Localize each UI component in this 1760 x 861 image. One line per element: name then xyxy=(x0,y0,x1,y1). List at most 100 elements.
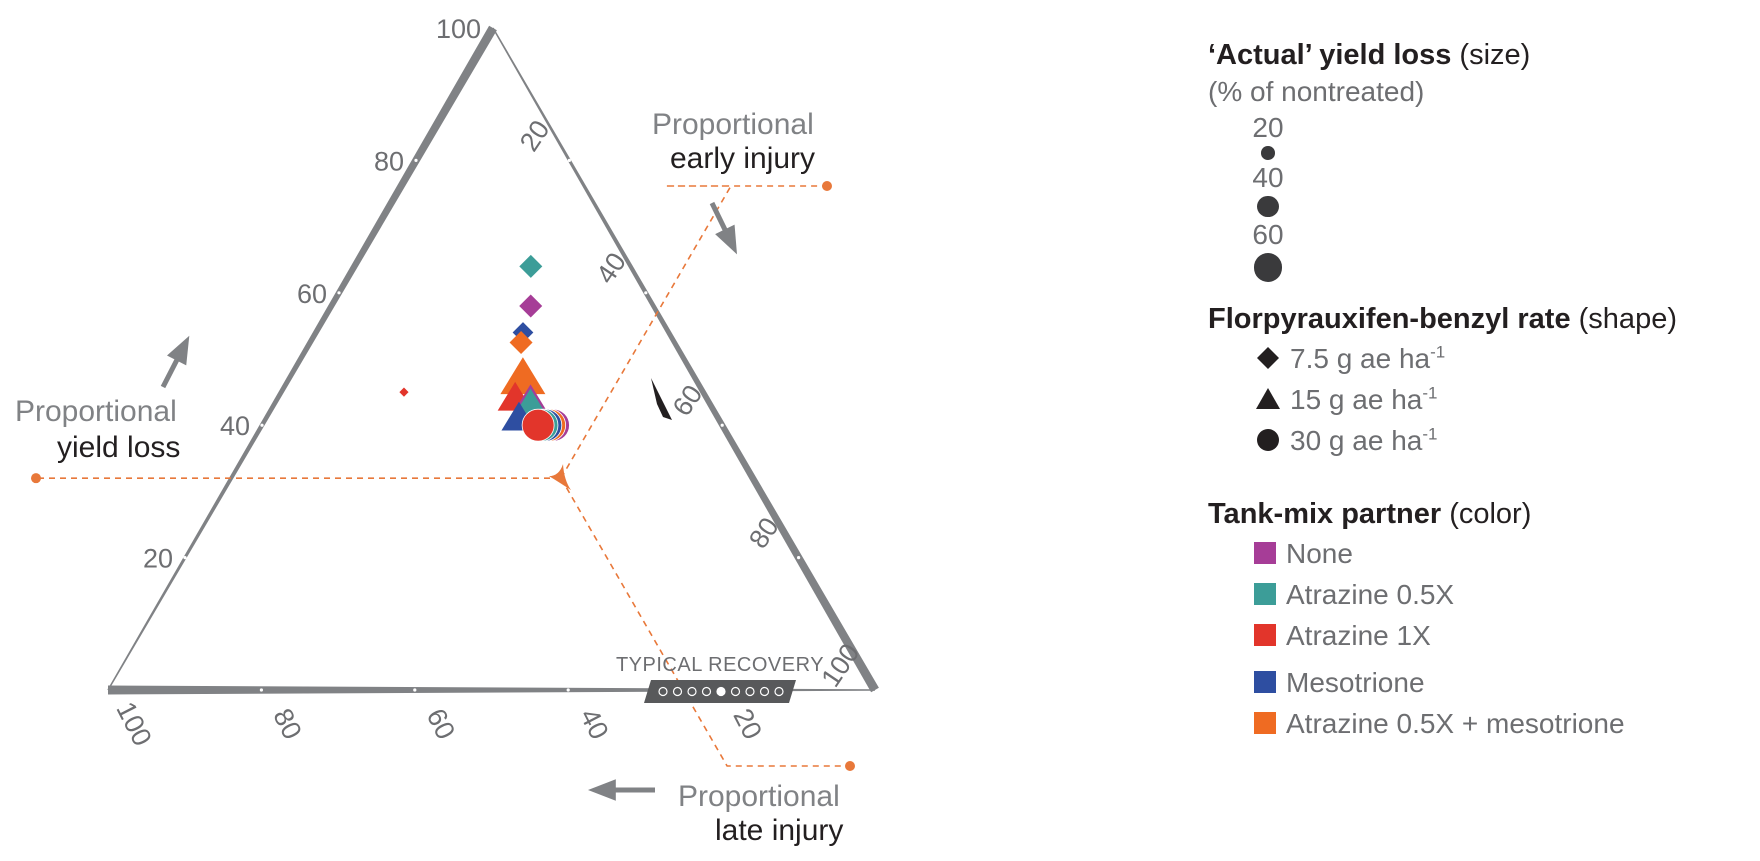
typical-recovery-dot xyxy=(687,686,697,697)
color-swatch xyxy=(1254,542,1276,565)
typical-recovery-dot xyxy=(730,686,741,697)
color-legend-title: Tank-mix partner (color) xyxy=(1208,497,1532,530)
direction-arrows xyxy=(160,201,737,801)
size-legend-label: 20 xyxy=(1252,112,1284,143)
color-legend-item: Atrazine 1X xyxy=(1254,615,1756,656)
color-swatch xyxy=(1254,712,1276,735)
early-injury-guide-end xyxy=(822,181,832,191)
axis-tick-mark xyxy=(566,688,570,692)
data-point-diamond xyxy=(519,294,543,318)
size-legend-label: 40 xyxy=(1252,161,1284,193)
late-injury-axis xyxy=(108,685,875,695)
late-injury-tick-label: 60 xyxy=(421,704,461,744)
shape-legend-item: 15 g ae ha-1 xyxy=(1254,379,1756,420)
reference-point-marker xyxy=(549,464,572,491)
early-injury-arrow xyxy=(709,201,737,255)
axis-tick-mark xyxy=(259,688,263,692)
late-injury-title-line1: Proportional xyxy=(678,780,840,813)
yield-loss-title-line2: yield loss xyxy=(57,431,180,464)
triangle-icon xyxy=(1256,388,1280,410)
data-points xyxy=(399,254,672,442)
early-injury-title-line2: early injury xyxy=(670,142,815,175)
shape-legend-label: 7.5 g ae ha-1 xyxy=(1290,342,1446,374)
early-injury-tick-label: 40 xyxy=(590,247,632,289)
late-injury-tick-label: 100 xyxy=(110,697,157,751)
color-swatch xyxy=(1254,671,1276,694)
yield-loss-tick-label: 60 xyxy=(297,279,327,309)
legend: ‘Actual’ yield loss (size) (% of nontrea… xyxy=(1208,36,1756,760)
typical-recovery-dot xyxy=(672,686,683,697)
late-injury-title-line2: late injury xyxy=(715,814,843,847)
typical-recovery-dot xyxy=(658,686,668,697)
axis-titles: Proportional yield loss Proportional ear… xyxy=(15,108,843,847)
axis-tick-mark xyxy=(183,556,187,560)
color-legend-item: None xyxy=(1254,533,1756,574)
late-injury-tick-label: 20 xyxy=(727,704,767,744)
yield-loss-tick-label: 40 xyxy=(220,411,250,441)
color-legend-item: Mesotrione xyxy=(1254,662,1756,703)
triangle-frame xyxy=(107,25,879,695)
shape-legend-label: 15 g ae ha-1 xyxy=(1290,383,1438,415)
size-legend-subtitle: (% of nontreated) xyxy=(1208,76,1425,107)
size-legend-label: 60 xyxy=(1252,218,1284,250)
late-injury-guide xyxy=(560,477,850,767)
late-injury-guide-end xyxy=(845,761,855,771)
data-point-diamond xyxy=(512,322,534,343)
data-point-diamond xyxy=(519,254,543,278)
axis-tick-mark xyxy=(337,291,341,295)
yield-loss-tick-label: 80 xyxy=(374,146,404,176)
yield-loss-arrow xyxy=(160,335,190,389)
shape-legend-item: 30 g ae ha-1 xyxy=(1254,420,1756,461)
data-point-triangle xyxy=(500,357,546,395)
color-legend-item: Atrazine 0.5X xyxy=(1254,574,1756,615)
data-point-circle xyxy=(521,408,555,442)
color-legend-item: Atrazine 0.5X + mesotrione xyxy=(1254,703,1756,744)
size-legend-item: 40 xyxy=(1236,160,1300,217)
typical-recovery-label: TYPICAL RECOVERY xyxy=(616,654,824,676)
yield-loss-tick-label: 100 xyxy=(436,14,481,44)
axis-tick-mark xyxy=(260,423,264,427)
shape-legend-title: Florpyrauxifen-benzyl rate (shape) xyxy=(1208,302,1677,335)
color-legend-label: Atrazine 1X xyxy=(1286,619,1431,651)
yield-loss-tick-label: 20 xyxy=(143,544,173,574)
early-injury-axis xyxy=(492,27,879,693)
size-legend-dot xyxy=(1253,252,1283,282)
typical-recovery-dot xyxy=(774,686,784,697)
axis-tick-mark xyxy=(720,423,724,427)
shape-legend: Florpyrauxifen-benzyl rate (shape) 7.5 g… xyxy=(1208,300,1756,461)
early-injury-title-line1: Proportional xyxy=(652,108,814,141)
early-injury-guide xyxy=(560,185,827,479)
typical-recovery-scale: TYPICAL RECOVERY xyxy=(616,654,824,703)
size-legend-item: 20 xyxy=(1236,110,1300,160)
axis-tick-mark xyxy=(644,291,648,295)
color-legend-label: None xyxy=(1286,537,1353,569)
pointer-triangle xyxy=(651,378,672,420)
axis-tick-mark xyxy=(567,158,572,162)
late-injury-tick-label: 80 xyxy=(267,704,307,744)
yield-loss-axis xyxy=(107,25,497,691)
color-legend-label: Atrazine 0.5X xyxy=(1286,578,1455,610)
size-legend-title: ‘Actual’ yield loss (size) xyxy=(1208,39,1531,71)
typical-recovery-dot xyxy=(716,686,726,697)
color-swatch xyxy=(1254,583,1276,606)
early-injury-tick-label: 20 xyxy=(514,115,556,157)
shape-legend-item: 7.5 g ae ha-1 xyxy=(1254,338,1756,379)
color-legend-label: Atrazine 0.5X + mesotrione xyxy=(1286,707,1625,739)
color-legend-label: Mesotrione xyxy=(1286,666,1425,698)
data-point-diamond xyxy=(399,387,409,397)
size-legend: ‘Actual’ yield loss (size) (% of nontrea… xyxy=(1208,36,1756,282)
typical-recovery-dot xyxy=(759,686,770,697)
typical-recovery-dot xyxy=(701,686,712,697)
size-legend-item: 60 xyxy=(1236,217,1300,282)
size-legend-dot xyxy=(1261,146,1275,160)
axis-tick-mark xyxy=(414,158,418,162)
late-injury-tick-label: 40 xyxy=(574,704,614,744)
axis-tick-mark xyxy=(413,688,417,692)
color-swatch xyxy=(1254,624,1276,647)
reference-guide-lines xyxy=(31,181,855,771)
shape-legend-label: 30 g ae ha-1 xyxy=(1290,424,1438,456)
late-injury-arrow xyxy=(588,779,655,801)
data-point-diamond xyxy=(509,330,533,354)
yield-loss-guide-end xyxy=(31,473,41,484)
